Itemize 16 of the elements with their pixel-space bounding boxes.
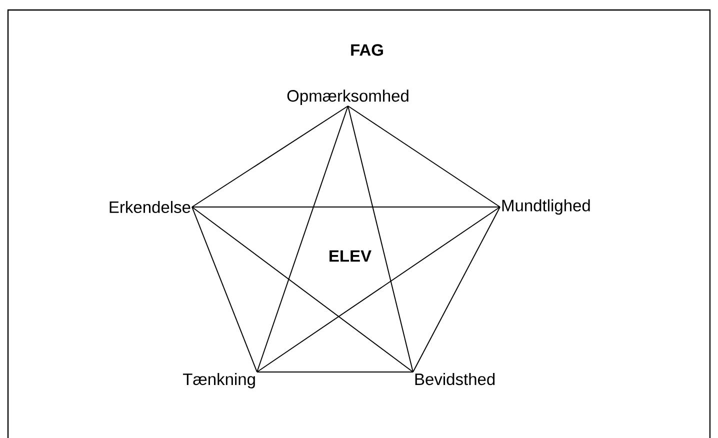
line (348, 106, 500, 208)
vertex-label: Bevidsthed (415, 373, 495, 386)
line (192, 206, 500, 208)
line (348, 106, 414, 372)
line (256, 106, 348, 372)
line (412, 206, 500, 372)
center-label: ELEV (326, 248, 374, 264)
vertex-label: Tænkning (183, 373, 255, 388)
line (192, 206, 258, 372)
vertex-label: Opmærksomhed (287, 90, 408, 105)
line (192, 106, 348, 208)
line (256, 206, 500, 372)
vertex-label: Erkendelse (110, 200, 190, 214)
vertex-label: Mundtlighed (502, 199, 590, 215)
line (192, 206, 414, 372)
title: FAG (351, 44, 383, 56)
